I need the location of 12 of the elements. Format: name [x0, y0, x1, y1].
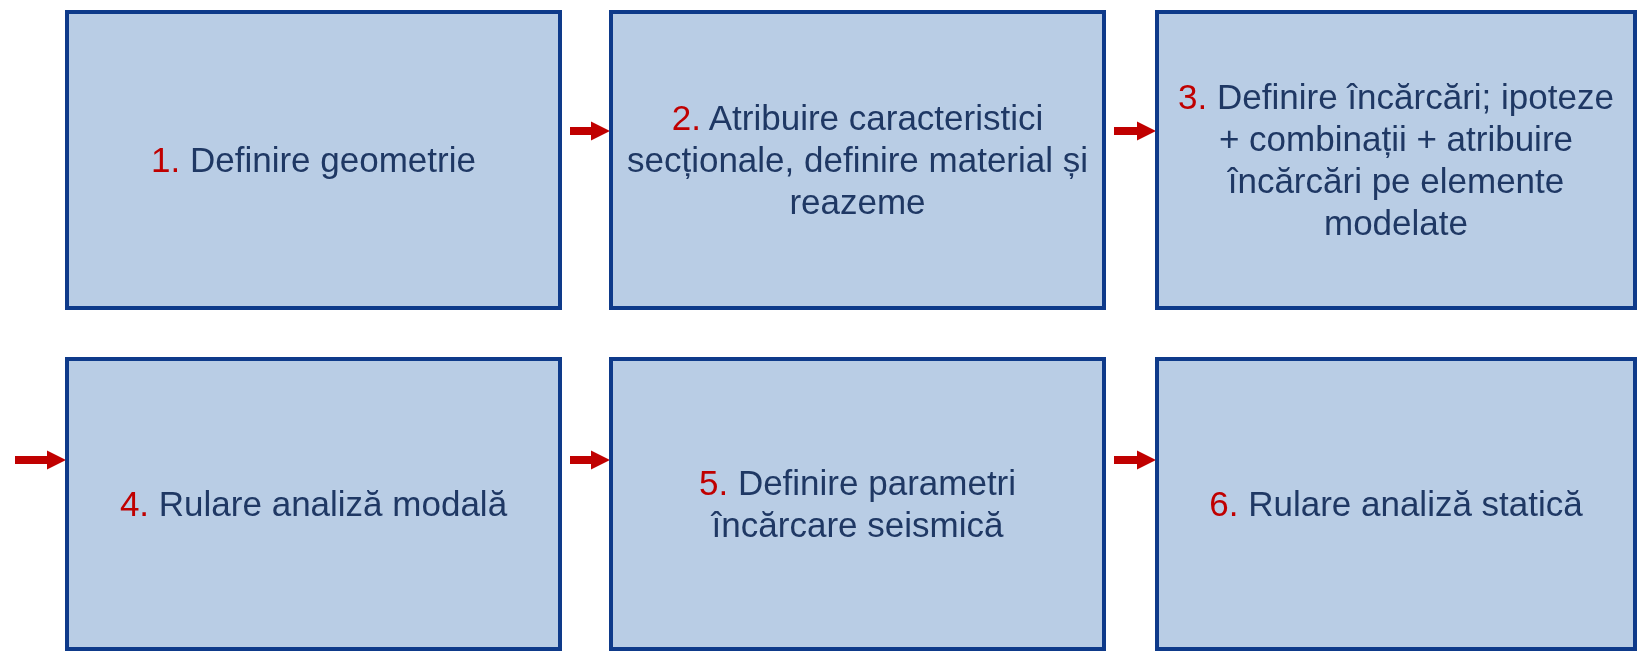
step-label: 5. Definire parametri încărcare seismică	[697, 462, 1018, 546]
step-label: 2. Atribuire caracteristici secționale, definire material și reazeme	[625, 97, 1090, 223]
process-box	[65, 357, 562, 651]
process-box	[609, 10, 1106, 310]
step-label: 4. Rulare analiză modală	[119, 483, 508, 525]
step-label: 1. Definire geometrie	[151, 139, 476, 181]
process-box	[1155, 357, 1637, 651]
step-label: 3. Definire încărcări; ipoteze + combinații + atribuire încărcări pe elemente modelate	[1177, 76, 1615, 244]
step-label: 6. Rulare analiză statică	[1209, 483, 1583, 525]
process-box	[1155, 10, 1637, 310]
process-box	[65, 10, 562, 310]
process-box	[609, 357, 1106, 651]
